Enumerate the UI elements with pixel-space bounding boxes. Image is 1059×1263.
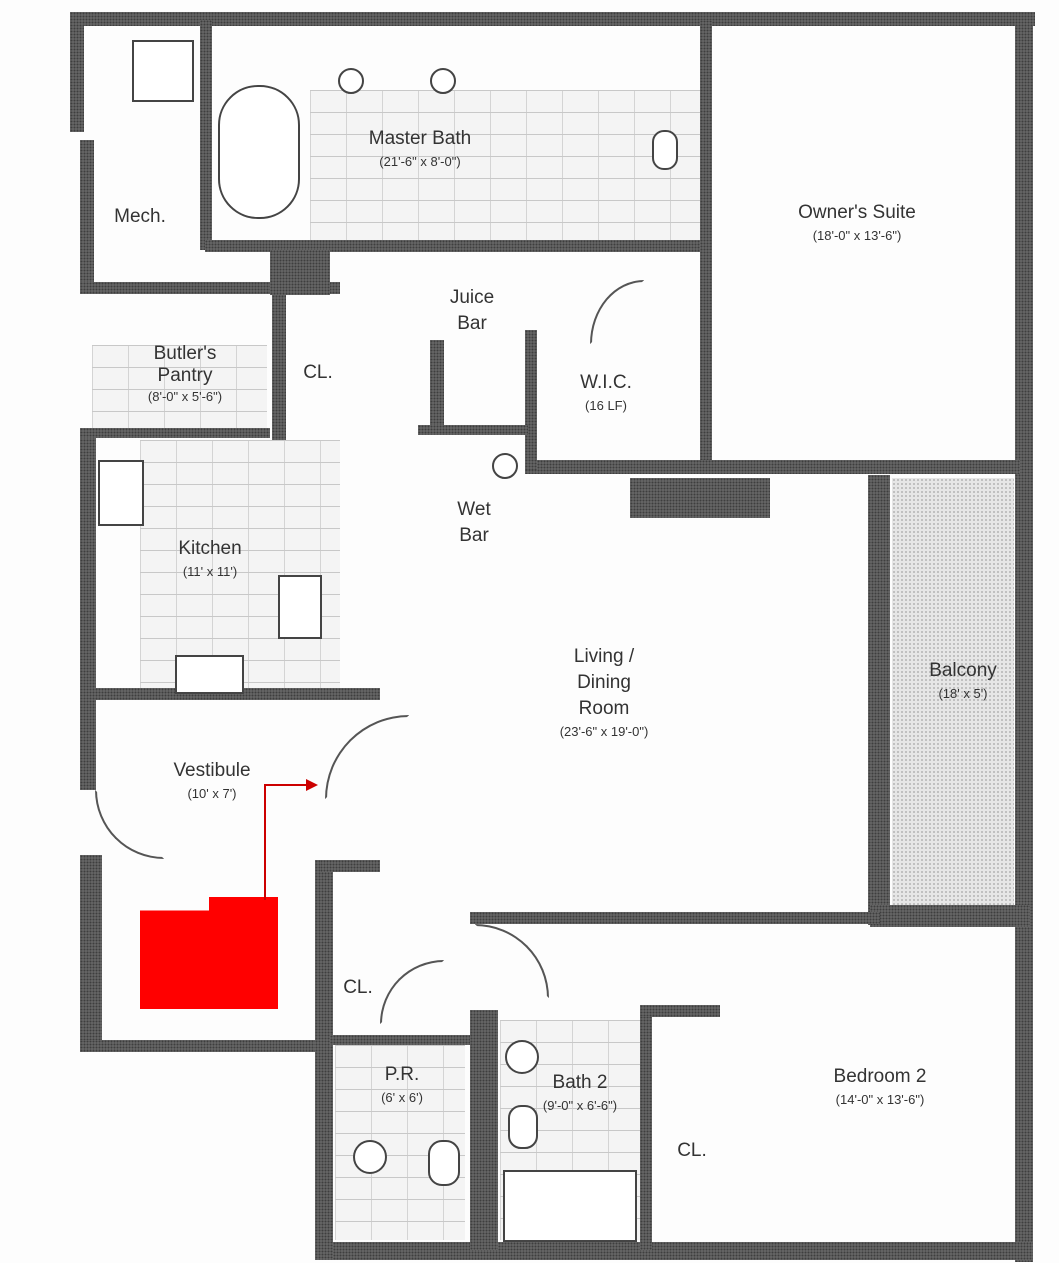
- wall: [315, 860, 333, 1260]
- wall: [870, 905, 1030, 927]
- refrigerator: [98, 460, 144, 526]
- room-label-bedroom-2: Bedroom 2(14'-0" x 13'-6"): [833, 1066, 927, 1107]
- wall: [430, 340, 444, 430]
- balcony-floor: [892, 478, 1014, 906]
- wall: [80, 430, 96, 790]
- wall: [80, 140, 94, 290]
- wall: [525, 460, 1020, 474]
- master-bath-floor: [310, 90, 700, 240]
- sink: [338, 68, 364, 94]
- shower: [132, 40, 194, 102]
- wall: [205, 240, 710, 252]
- room-label-wet-bar: Wet Bar: [457, 499, 491, 546]
- sink: [505, 1040, 539, 1074]
- room-label-kitchen: Kitchen(11' x 11'): [178, 538, 242, 579]
- wall: [80, 428, 270, 438]
- room-label-closet: CL.: [677, 1140, 707, 1161]
- sink: [353, 1140, 387, 1174]
- room-label-mech: Mech.: [114, 206, 166, 227]
- room-label-closet: CL.: [303, 362, 333, 383]
- wall: [80, 855, 102, 1050]
- room-label-vestibule: Vestibule(10' x 7'): [173, 760, 251, 801]
- room-label-juice-bar: Juice Bar: [449, 287, 495, 334]
- wall: [200, 20, 212, 250]
- toilet: [508, 1105, 538, 1149]
- bathtub: [218, 85, 300, 219]
- range: [175, 655, 244, 694]
- room-label-living-dining: Living / Dining Room(23'-6" x 19'-0"): [559, 646, 649, 739]
- wall: [80, 1040, 320, 1052]
- wall: [270, 250, 330, 295]
- wall: [525, 330, 537, 470]
- wall: [640, 1005, 720, 1017]
- route-arrow-line: [264, 784, 316, 900]
- wall: [868, 475, 890, 925]
- sink: [430, 68, 456, 94]
- kitchen-floor: [140, 440, 340, 690]
- shower: [503, 1170, 637, 1242]
- room-label-wic: W.I.C.(16 LF): [580, 372, 632, 413]
- wall: [640, 1010, 652, 1250]
- room-label-butlers-pantry: Butler's Pantry(8'-0" x 5'-6"): [147, 343, 223, 404]
- wall: [700, 20, 712, 470]
- wall: [470, 1010, 498, 1250]
- wall: [95, 688, 380, 700]
- wall: [70, 12, 1035, 26]
- wall: [330, 1035, 470, 1045]
- room-label-owners-suite: Owner's Suite(18'-0" x 13'-6"): [798, 202, 916, 243]
- wall: [470, 912, 880, 924]
- toilet: [652, 130, 678, 170]
- wall: [418, 425, 528, 435]
- room-label-powder-room: P.R.(6' x 6'): [381, 1064, 423, 1105]
- wall: [272, 295, 286, 440]
- room-label-master-bath: Master Bath(21'-6" x 8'-0"): [368, 128, 472, 169]
- wall: [320, 860, 380, 872]
- elevator-highlight: [140, 897, 278, 1009]
- room-label-balcony: Balcony(18' x 5'): [929, 660, 997, 701]
- room-label-bath-2: Bath 2(9'-0" x 6'-6"): [542, 1072, 618, 1113]
- room-label-closet: CL.: [343, 977, 373, 998]
- wall: [1015, 12, 1033, 1262]
- wall: [630, 478, 770, 518]
- kitchen-sink: [278, 575, 322, 639]
- route-arrow-head: [306, 779, 318, 791]
- wet-bar-sink: [492, 453, 518, 479]
- butlers-pantry-floor: [92, 345, 267, 430]
- toilet: [428, 1140, 460, 1186]
- wall: [70, 12, 84, 132]
